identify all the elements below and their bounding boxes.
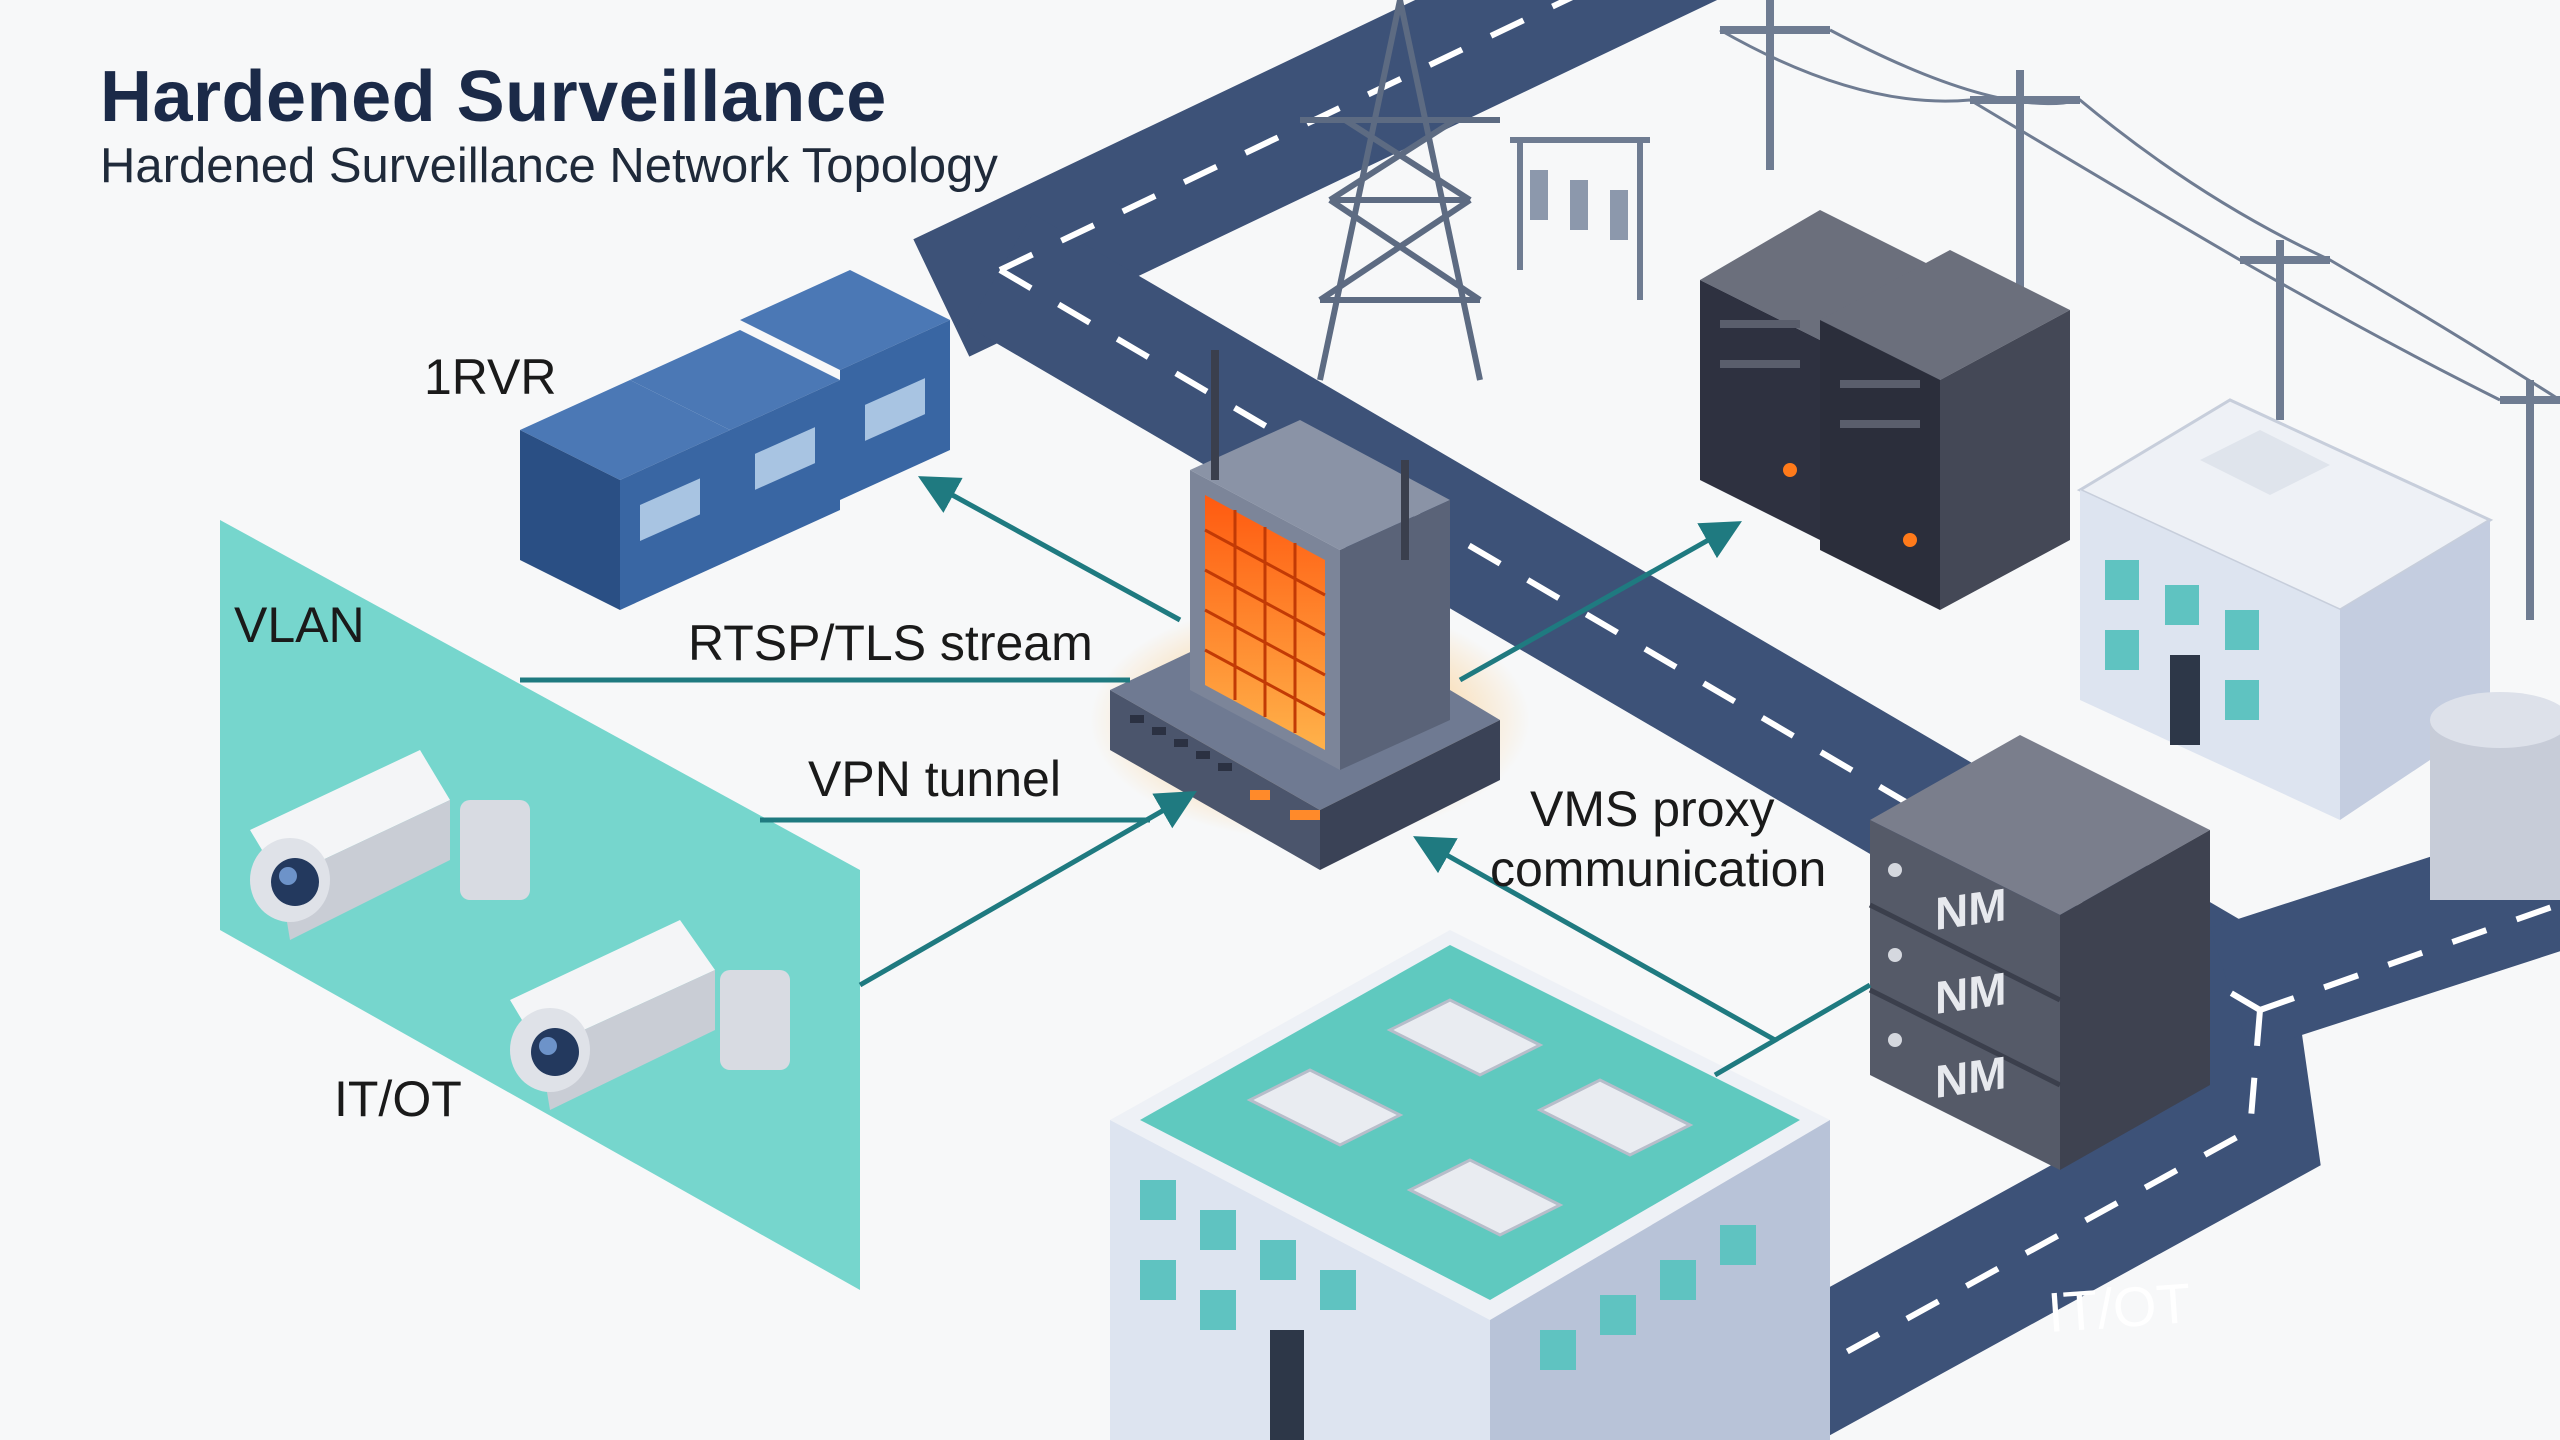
nms-server-icon: [1868, 735, 2210, 1170]
nms-badge-2: NM: [1935, 961, 2007, 1025]
label-rtsp-stream: RTSP/TLS stream: [688, 615, 1093, 671]
nvr-icon: [520, 270, 950, 610]
building-icon: [2076, 398, 2494, 820]
link-firewall-to-nvr: [917, 476, 1182, 623]
page-subtitle: Hardened Surveillance Network Topology: [100, 139, 998, 193]
nms-badge-1: NM: [1935, 877, 2007, 941]
link-camera-to-firewall: [858, 791, 1197, 988]
link-nms-to-firewall: [1413, 836, 1777, 1043]
utility-pole-icon: [1719, 0, 2560, 620]
power-tower-icon: [1300, 0, 1500, 381]
substation-icon: [1510, 137, 1650, 300]
link-nms-to-building: [1713, 982, 1872, 1078]
camera-icon: [250, 750, 530, 940]
label-nvr: 1RVR: [424, 349, 557, 405]
building-icon: [1110, 930, 1830, 1440]
link-lines: [520, 476, 1872, 1078]
server-rack-icon: [1700, 210, 2070, 610]
camera-icon: [510, 920, 790, 1110]
label-itot-road: IT/OT: [2045, 1271, 2193, 1345]
vlan-zone: [220, 520, 860, 1290]
link-firewall-to-servers: [1458, 521, 1742, 683]
label-vms-proxy: VMS proxy: [1530, 781, 1775, 837]
firewall-icon: [1090, 350, 1530, 870]
nms-badge-3: NM: [1935, 1045, 2007, 1109]
label-itot-zone: IT/OT: [334, 1071, 462, 1127]
page-title: Hardened Surveillance: [100, 57, 887, 137]
label-vpn-tunnel: VPN tunnel: [808, 751, 1061, 807]
label-vms-communication: communication: [1490, 841, 1827, 897]
label-vlan: VLAN: [234, 597, 365, 653]
tank-icon: [2430, 692, 2560, 900]
